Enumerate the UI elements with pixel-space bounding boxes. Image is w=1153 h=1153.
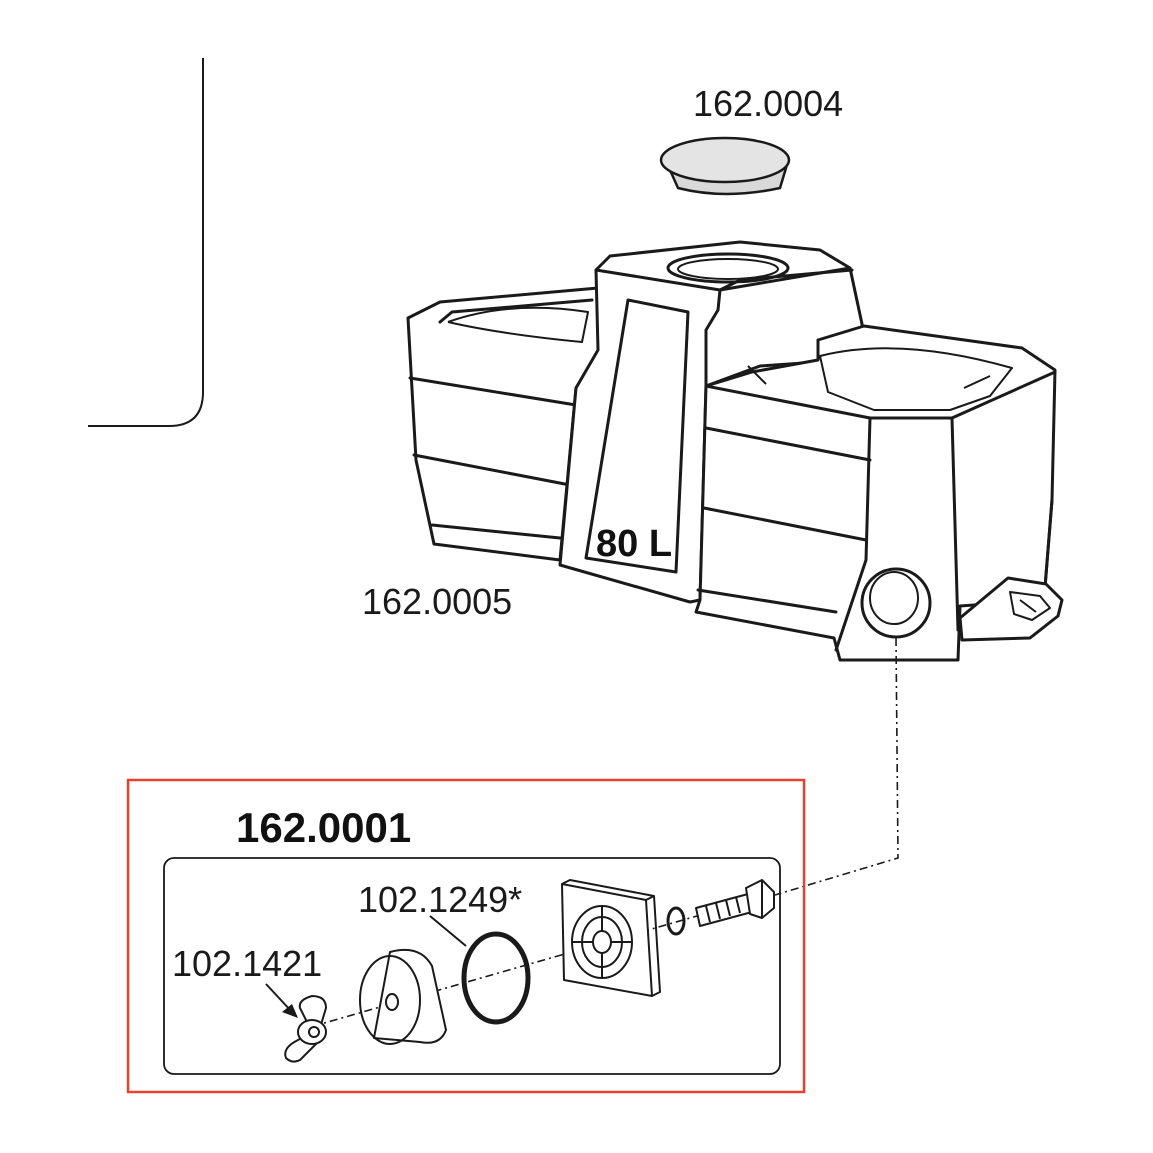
trough-part-number: 162.0005 — [362, 581, 512, 622]
o-ring-part-number: 102.1249* — [358, 879, 522, 920]
lid-plug — [659, 136, 791, 196]
float-disc — [359, 948, 447, 1045]
bolt — [695, 879, 775, 927]
small-o-ring — [666, 906, 686, 936]
tower-fill-opening — [666, 252, 790, 284]
lid-part-number: 162.0004 — [693, 83, 843, 124]
wing-nut-part-number: 102.1421 — [172, 943, 322, 984]
kit-frame — [126, 778, 806, 1094]
large-o-ring — [461, 931, 531, 1025]
assembly-line — [774, 637, 899, 896]
o-ring-leader — [429, 915, 467, 947]
capacity-label: 80 L — [596, 523, 672, 565]
page-corner-bracket — [88, 58, 204, 427]
kit-part-number: 162.0001 — [236, 804, 411, 851]
water-trough: 80 L — [406, 240, 1064, 662]
wing-nut-leader-arrow — [282, 1004, 298, 1018]
valve-housing — [561, 879, 661, 997]
wing-nut-leader — [265, 983, 293, 1013]
wing-nut — [284, 995, 327, 1063]
outlet-port — [860, 567, 932, 639]
kit-inner-panel — [163, 857, 781, 1075]
